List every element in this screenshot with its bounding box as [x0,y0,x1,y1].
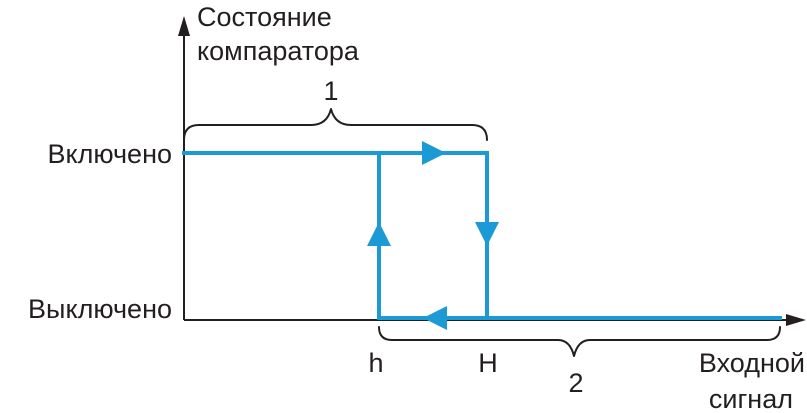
y-axis-title-line2: компаратора [197,36,360,66]
top-brace-label: 1 [323,76,338,106]
braces [183,108,781,357]
low-threshold-label: h [368,348,383,378]
up-arrow-icon [367,222,391,246]
loop-direction-arrows [367,141,499,330]
bottom-brace-label: 2 [568,368,583,398]
x-axis-title-line1: Входной [699,348,805,378]
top-brace [183,108,488,141]
bottom-brace [378,326,781,357]
high-threshold-label: H [478,348,498,378]
down-arrow-icon [475,222,499,246]
right-arrow-icon [422,141,446,165]
y-axis-arrowhead [178,16,190,36]
x-axis-title-line2: сигнал [709,384,793,413]
x-axis-arrowhead [786,314,806,326]
y-axis-title-line1: Состояние [197,2,332,32]
left-arrow-icon [423,306,447,330]
on-state-label: Включено [47,139,172,169]
off-state-label: Выключено [28,294,172,324]
